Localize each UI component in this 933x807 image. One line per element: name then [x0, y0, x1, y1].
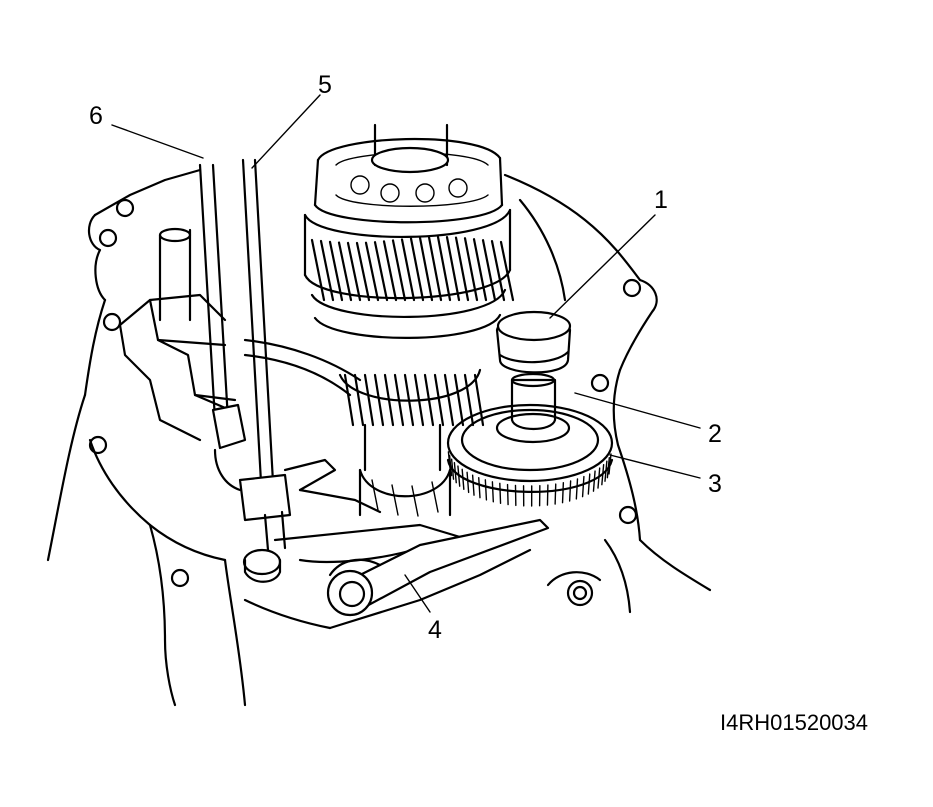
- lower-gear-teeth: [343, 373, 485, 427]
- leader-line-5: [251, 94, 321, 169]
- leader-line-4: [404, 574, 431, 613]
- reverse-idler-assembly: [446, 310, 614, 507]
- mainshaft-assembly: [313, 123, 504, 224]
- lower-gear-cluster: [338, 368, 485, 517]
- upper-helical-gear: [303, 208, 515, 339]
- leader-line-6: [111, 124, 204, 159]
- callout-3: 3: [708, 470, 722, 498]
- callout-1: 1: [654, 186, 668, 214]
- callouts: 1 2 3 4 5 6: [89, 71, 722, 644]
- callout-6: 6: [89, 102, 103, 130]
- callout-4: 4: [428, 616, 442, 644]
- leader-line-1: [549, 214, 656, 319]
- reverse-shift-lever: [273, 518, 550, 617]
- callout-5: 5: [318, 71, 332, 99]
- leader-line-3: [609, 454, 701, 479]
- leader-line-2: [574, 392, 701, 429]
- helical-gear-teeth: [310, 235, 515, 302]
- leader-lines: [111, 94, 701, 613]
- figure-code: I4RH01520034: [720, 710, 868, 735]
- reverse-idler-gear-teeth: [447, 451, 612, 507]
- shift-fork-assembly: [118, 158, 382, 583]
- callout-2: 2: [708, 420, 722, 448]
- transmission-case: [46, 168, 712, 707]
